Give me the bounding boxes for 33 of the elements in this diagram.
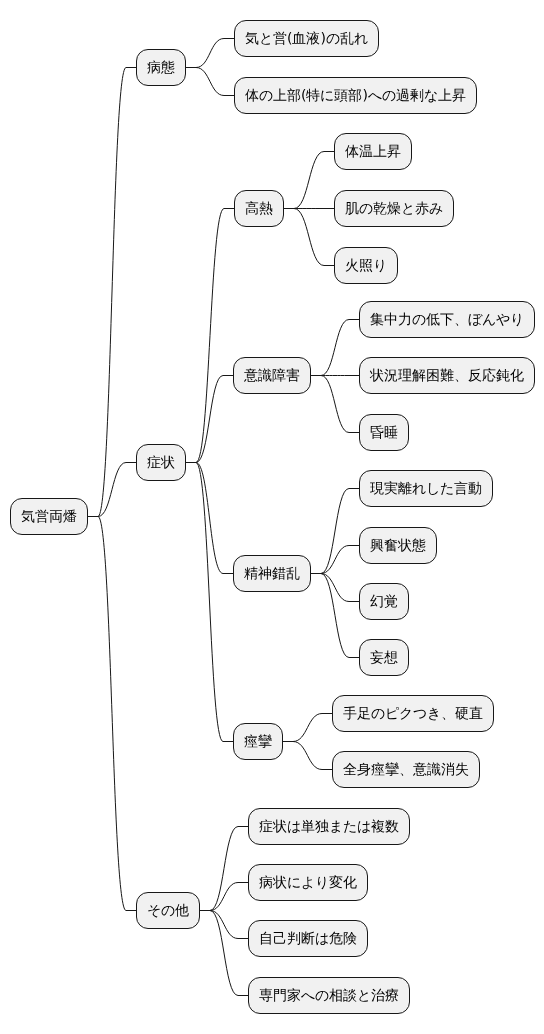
mindmap-node: 専門家への相談と治療 bbox=[248, 977, 410, 1014]
connector-line bbox=[282, 741, 333, 770]
mindmap-node: 気営両燔 bbox=[10, 498, 88, 535]
mindmap-node: 痙攣 bbox=[233, 723, 283, 760]
mindmap-node: 妄想 bbox=[359, 639, 409, 676]
connector-line bbox=[310, 375, 360, 433]
mindmap-node: 体温上昇 bbox=[334, 133, 412, 170]
mindmap-node: 幻覚 bbox=[359, 583, 409, 620]
mindmap-node: 手足のピクつき、硬直 bbox=[332, 695, 494, 732]
mindmap-node: 精神錯乱 bbox=[233, 555, 311, 592]
mindmap-node: 気と営(血液)の乱れ bbox=[234, 20, 379, 57]
mindmap-node: 病状により変化 bbox=[248, 864, 368, 901]
mindmap-node: 状況理解困難、反応鈍化 bbox=[359, 357, 535, 394]
mindmap-node: 集中力の低下、ぼんやり bbox=[359, 301, 535, 338]
mindmap-node: 体の上部(特に頭部)への過剰な上昇 bbox=[234, 77, 477, 114]
mindmap-node: 意識障害 bbox=[233, 357, 311, 394]
mindmap-node: 自己判断は危険 bbox=[248, 920, 368, 957]
connector-line bbox=[310, 573, 360, 658]
mindmap-node: 現実離れした言動 bbox=[359, 470, 493, 507]
mindmap-node: 症状は単独または複数 bbox=[248, 808, 410, 845]
mindmap-node: 全身痙攣、意識消失 bbox=[332, 751, 480, 788]
connector-line bbox=[199, 910, 249, 996]
connector-line bbox=[283, 208, 335, 266]
mindmap-node: 火照り bbox=[334, 247, 398, 284]
mindmap-node: その他 bbox=[136, 892, 200, 929]
mindmap-node: 病態 bbox=[136, 49, 186, 86]
mindmap-node: 症状 bbox=[136, 444, 186, 481]
mindmap-node: 高熱 bbox=[234, 190, 284, 227]
connector-line bbox=[185, 462, 234, 742]
mindmap-node: 昏睡 bbox=[359, 414, 409, 451]
mindmap-node: 興奮状態 bbox=[359, 527, 437, 564]
mindmap-node: 肌の乾燥と赤み bbox=[334, 190, 454, 227]
connector-line bbox=[185, 67, 235, 96]
